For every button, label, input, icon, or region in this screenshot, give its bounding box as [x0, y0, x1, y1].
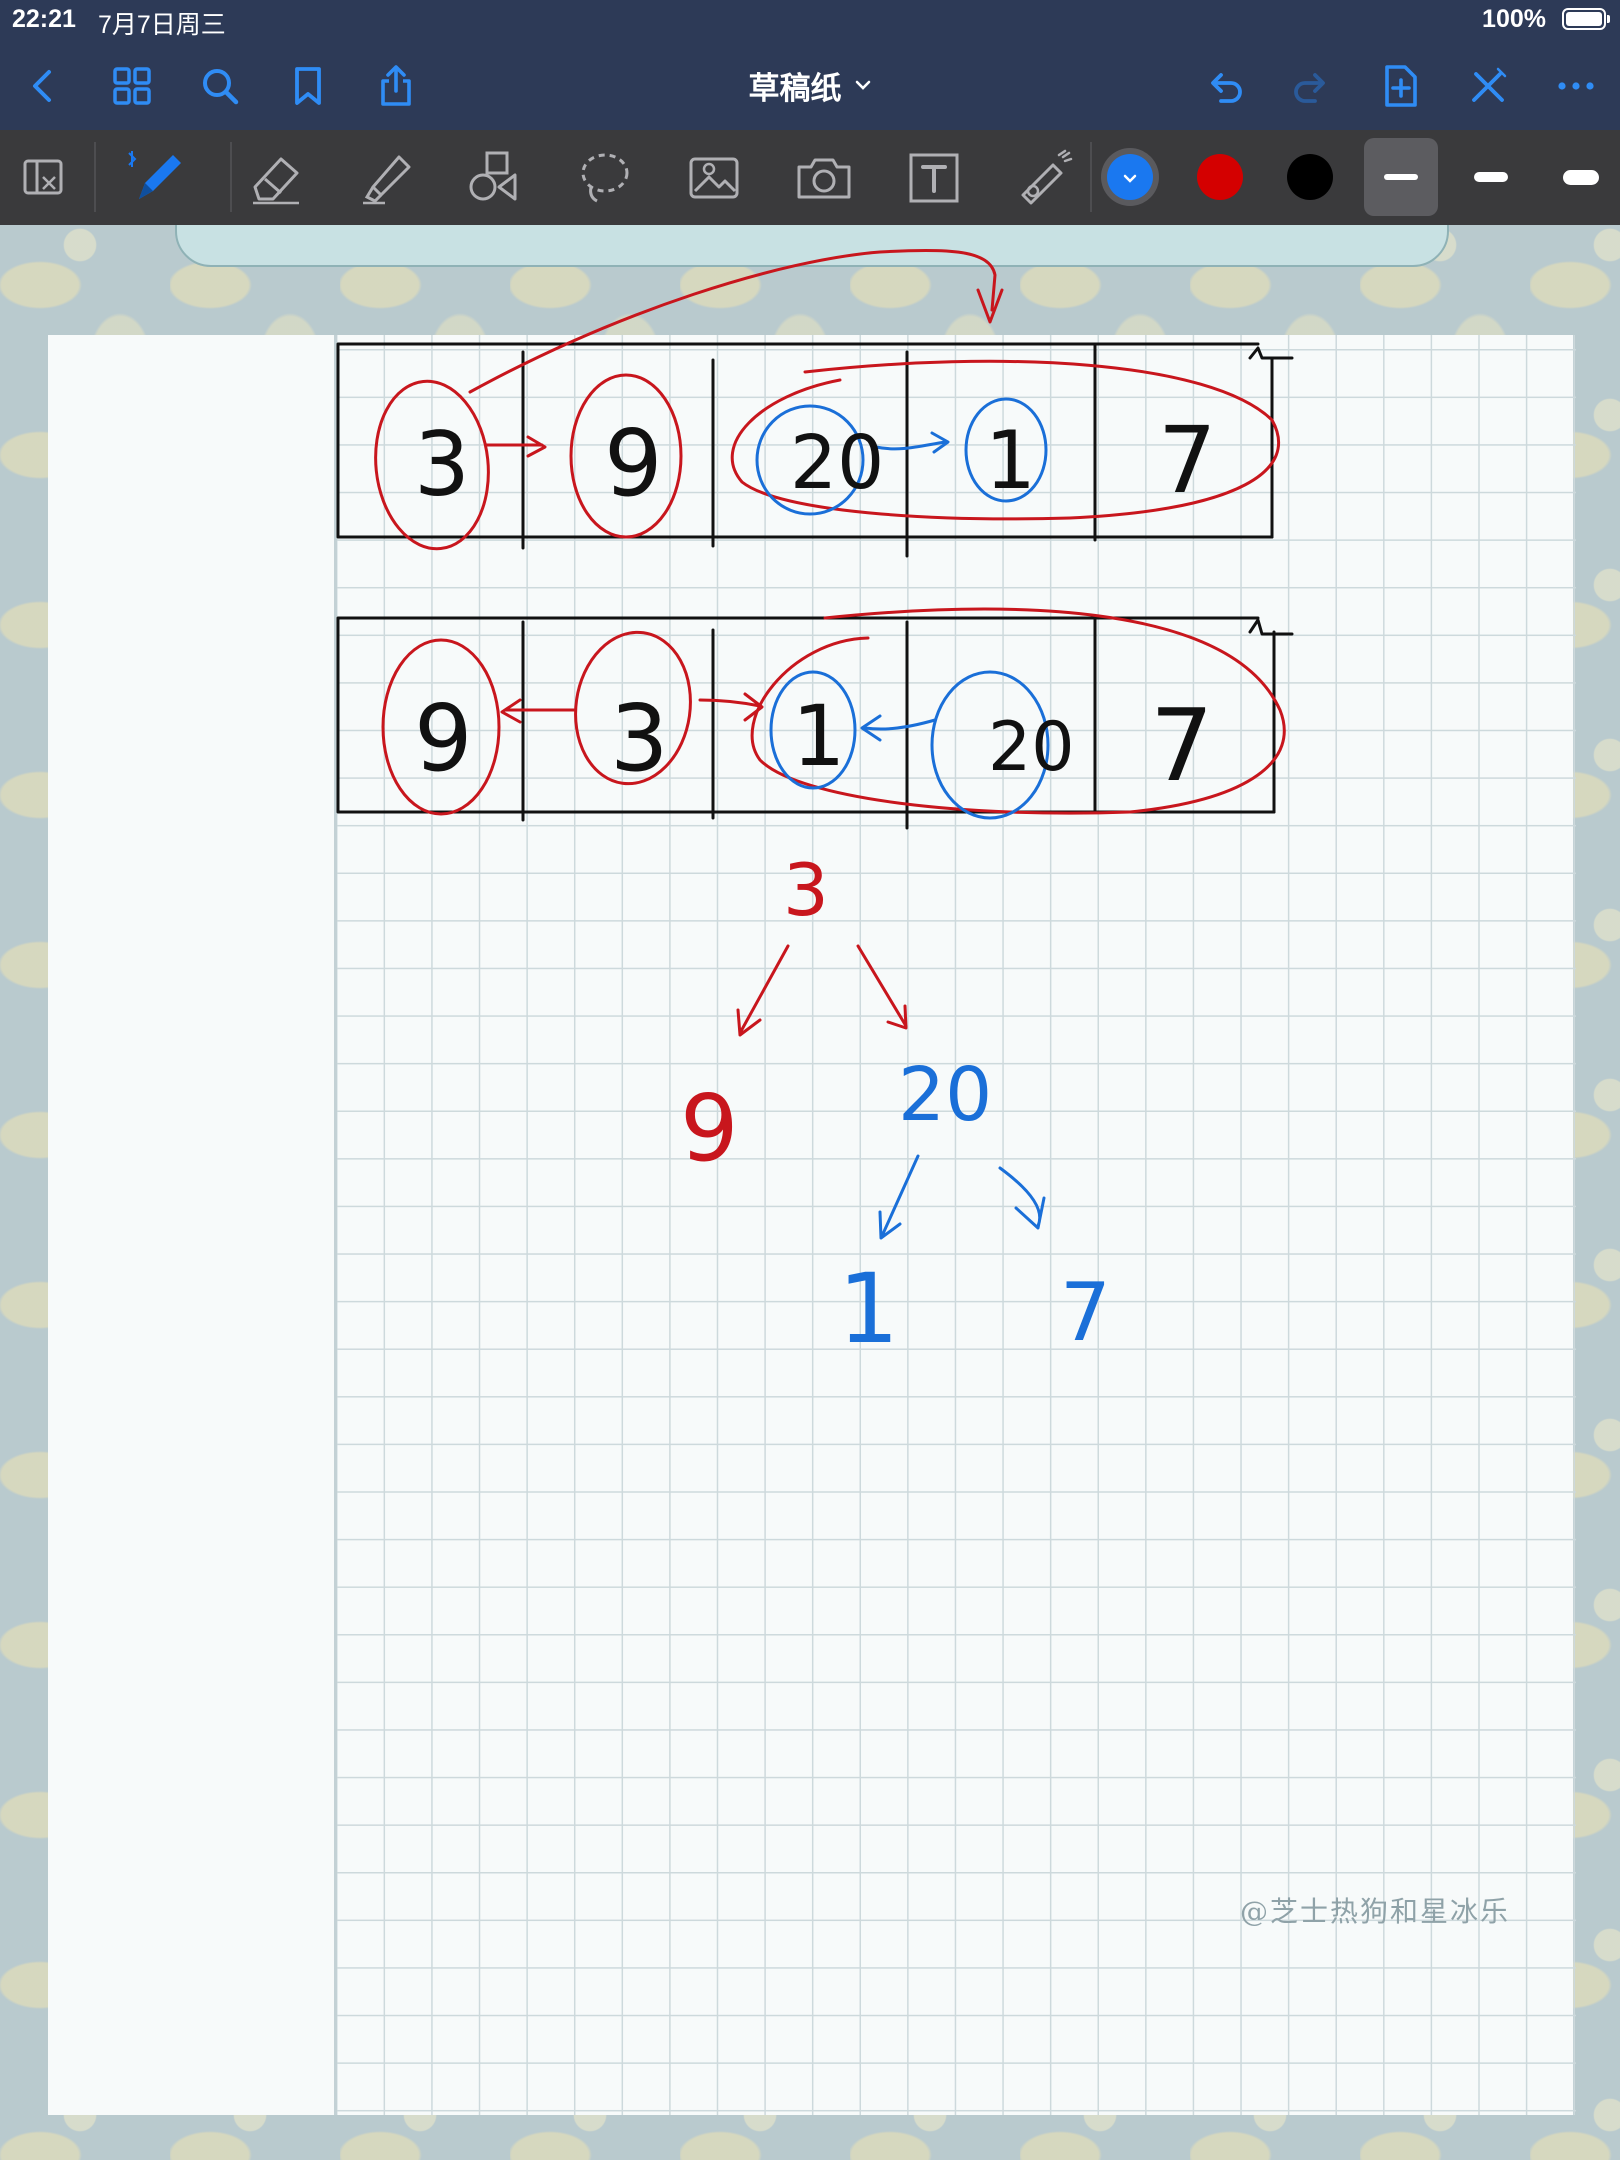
add-page-button[interactable] [1370, 58, 1430, 114]
stroke-width-thin[interactable] [1364, 138, 1438, 216]
watermark: @芝士热狗和星冰乐 [1240, 1895, 1511, 1928]
redo-button[interactable] [1282, 58, 1342, 114]
camera-button[interactable] [784, 140, 864, 215]
share-button[interactable] [366, 58, 426, 114]
row-1-cell-3: 20 [790, 420, 884, 506]
toolbar-divider [1090, 142, 1092, 212]
row-2-cell-2: 3 [610, 685, 669, 792]
laser-pointer-icon [1021, 149, 1073, 204]
cover-tab [175, 225, 1449, 267]
eraser-tool-button[interactable] [236, 140, 316, 215]
undo-button[interactable] [1194, 58, 1254, 114]
color-swatch-red[interactable] [1197, 154, 1243, 200]
tool-bar [0, 130, 1620, 225]
page-sheet[interactable] [48, 335, 1576, 2115]
stroke-thin-icon [1384, 174, 1418, 180]
row-1-red-strokes [374, 248, 1281, 551]
battery-icon [1562, 8, 1610, 30]
row-2-cell-4: 20 [988, 708, 1075, 787]
grid-paper [334, 335, 1576, 2115]
pen-tool-button[interactable] [118, 140, 198, 215]
bookmark-icon [295, 67, 321, 105]
status-bar: 22:21 7月7日周三 100% [0, 0, 1620, 40]
stroke-width-thick[interactable] [1544, 138, 1618, 216]
battery-percent: 100% [1482, 5, 1546, 33]
nav-bar: 草稿纸 [0, 40, 1620, 130]
row-2-cell-1: 9 [414, 685, 473, 792]
back-button[interactable] [14, 58, 74, 114]
highlighter-icon [363, 155, 411, 204]
row-1-cell-5: 7 [1158, 407, 1217, 514]
laser-pointer-button[interactable] [1004, 140, 1084, 215]
share-icon [381, 65, 411, 106]
table-row-1-outline [336, 342, 1294, 558]
status-date: 7月7日周三 [98, 11, 226, 39]
close-pen-icon [1472, 67, 1507, 102]
more-icon [1558, 82, 1594, 90]
highlighter-tool-button[interactable] [346, 140, 426, 215]
search-button[interactable] [190, 58, 250, 114]
add-page-icon [1385, 65, 1417, 107]
toolbar-divider [94, 142, 96, 212]
search-icon [203, 69, 239, 105]
row-1-cell-4: 1 [985, 414, 1036, 507]
close-pen-button[interactable] [1458, 58, 1518, 114]
text-box-icon [909, 153, 959, 202]
row-1-cell-2: 9 [604, 410, 663, 517]
row-2-cell-5: 7 [1150, 687, 1214, 804]
document-title: 草稿纸 [748, 70, 842, 106]
eraser-icon [253, 157, 299, 204]
thumbnails-grid-icon [113, 67, 151, 105]
redo-icon [1294, 73, 1325, 103]
stroke-width-medium[interactable] [1454, 138, 1528, 216]
tree-blue-arrows [878, 1154, 1046, 1240]
image-icon [689, 157, 739, 198]
row-2-blue-strokes [769, 670, 1050, 820]
tree-right-right-child: 7 [1060, 1266, 1111, 1359]
bookmark-button[interactable] [278, 58, 338, 114]
read-only-mode-button[interactable] [6, 140, 86, 215]
stroke-medium-icon [1474, 172, 1508, 182]
toolbar-divider [230, 142, 232, 212]
lasso-tool-button[interactable] [564, 140, 644, 215]
color-swatch-blue[interactable] [1107, 154, 1153, 200]
row-1-cell-1: 3 [414, 413, 470, 516]
shapes-icon [469, 151, 517, 200]
color-swatch-black[interactable] [1287, 154, 1333, 200]
tree-right-left-child: 1 [838, 1253, 899, 1365]
thumbnails-button[interactable] [102, 58, 162, 114]
more-button[interactable] [1546, 58, 1606, 114]
tree-right-child: 20 [898, 1052, 992, 1138]
chevron-down-icon [855, 80, 870, 90]
undo-icon [1211, 73, 1242, 103]
tree-root: 3 [783, 848, 829, 932]
row-1-blue-strokes [755, 397, 1048, 516]
lasso-icon [581, 153, 629, 202]
stroke-thick-icon [1563, 169, 1599, 185]
status-time: 22:21 [12, 5, 76, 33]
image-insert-button[interactable] [674, 140, 754, 215]
tree-left-child: 9 [680, 1075, 739, 1182]
chevron-down-icon [1123, 174, 1137, 183]
text-box-button[interactable] [894, 140, 974, 215]
tree-red-arrows [736, 944, 908, 1037]
row-2-cell-3: 1 [792, 687, 845, 785]
read-only-icon [23, 159, 63, 194]
row-2-red-strokes [381, 607, 1286, 816]
pen-icon [128, 150, 181, 199]
shapes-tool-button[interactable] [454, 140, 534, 215]
notebook-canvas[interactable] [0, 225, 1620, 2160]
camera-icon [797, 158, 851, 198]
back-icon [33, 70, 51, 102]
document-title-button[interactable]: 草稿纸 [700, 62, 920, 108]
